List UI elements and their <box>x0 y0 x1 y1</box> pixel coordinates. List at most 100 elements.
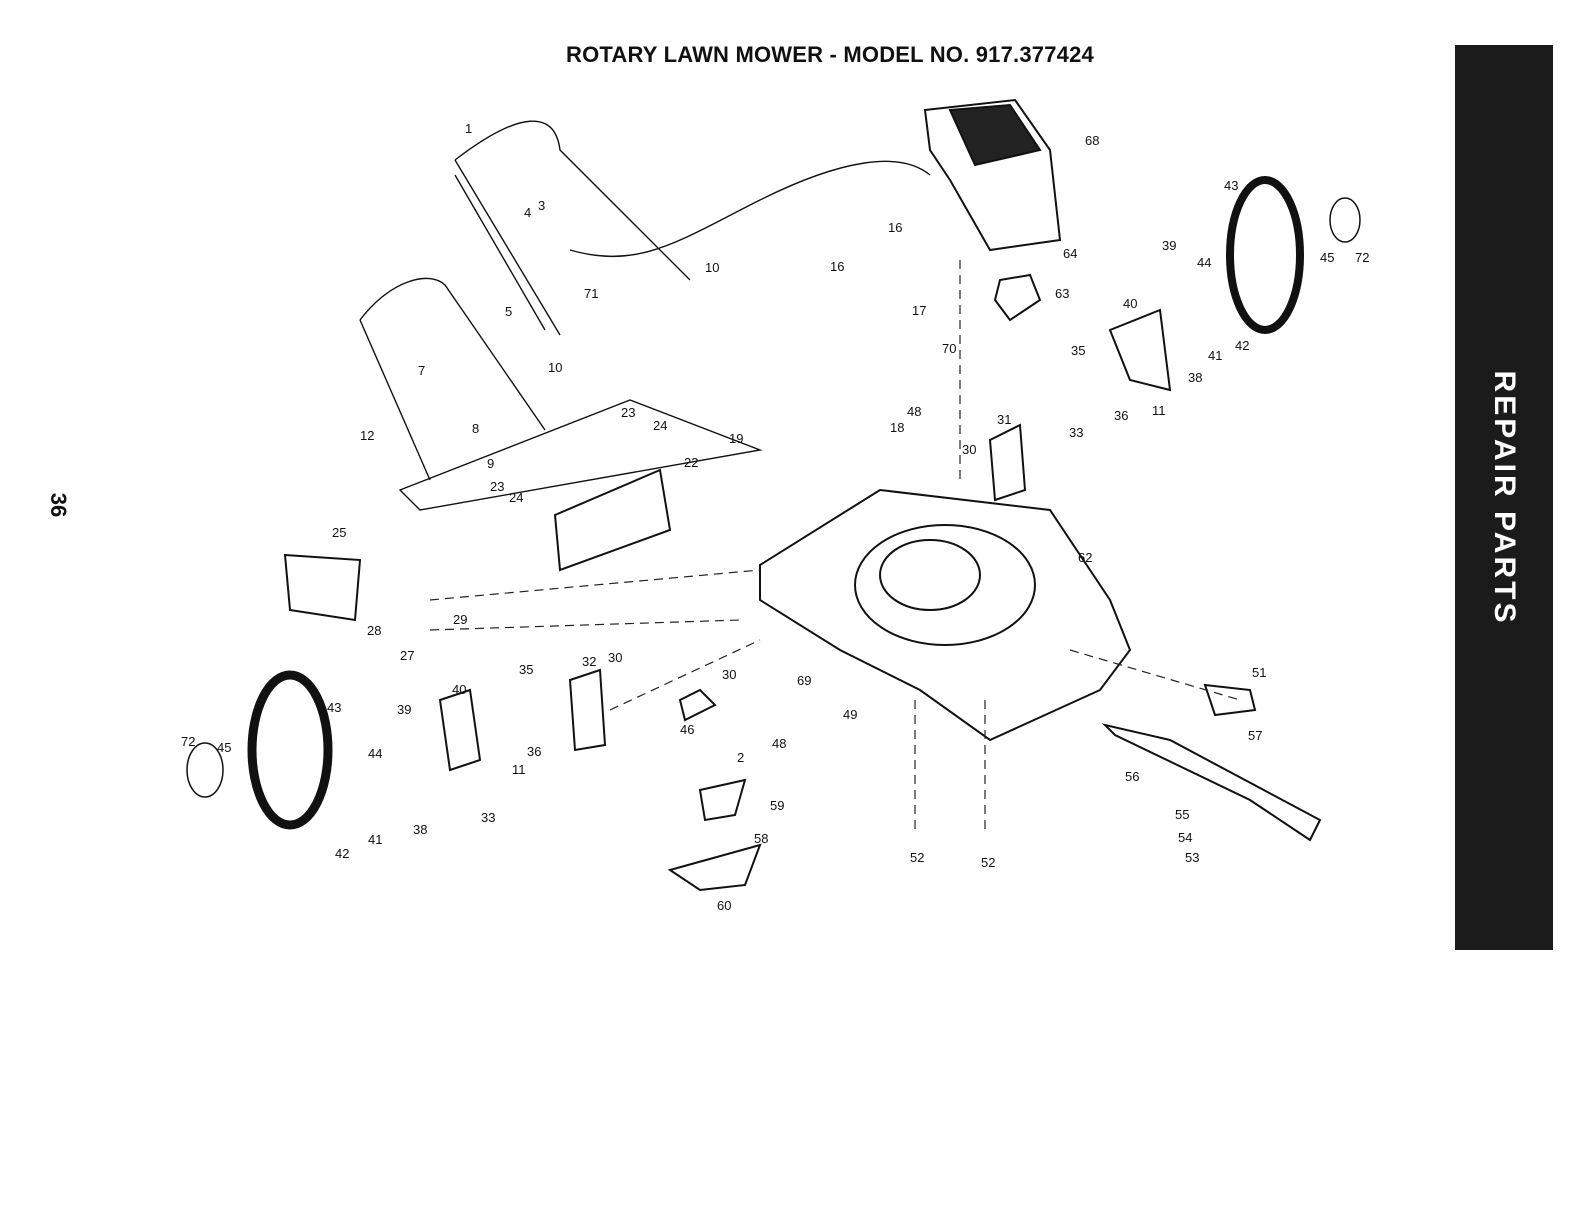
callout-3: 3 <box>538 198 545 213</box>
callout-58: 58 <box>754 831 768 846</box>
callout-59: 59 <box>770 798 784 813</box>
callout-70: 70 <box>942 341 956 356</box>
callout-39b: 39 <box>397 702 411 717</box>
callout-16b: 16 <box>830 259 844 274</box>
assembly-line-2 <box>430 620 740 630</box>
callout-36b: 36 <box>527 744 541 759</box>
callout-45b: 45 <box>217 740 231 755</box>
callout-62: 62 <box>1078 550 1092 565</box>
deck-engine-mount <box>880 540 980 610</box>
callout-49: 49 <box>843 707 857 722</box>
callout-38a: 38 <box>1188 370 1202 385</box>
discharge-chute <box>670 845 760 890</box>
callout-29: 29 <box>453 612 467 627</box>
control-bar-plate <box>400 400 760 510</box>
callout-27: 27 <box>400 648 414 663</box>
callout-30a: 30 <box>962 442 976 457</box>
callout-44b: 44 <box>368 746 382 761</box>
mulch-plug <box>700 780 745 820</box>
callout-2: 2 <box>737 750 744 765</box>
hubcap-right <box>1330 198 1360 242</box>
callout-68: 68 <box>1085 133 1099 148</box>
callout-72b: 72 <box>181 734 195 749</box>
callout-5: 5 <box>505 304 512 319</box>
callout-23b: 23 <box>490 479 504 494</box>
callout-69: 69 <box>797 673 811 688</box>
callout-33b: 33 <box>481 810 495 825</box>
callout-71: 71 <box>584 286 598 301</box>
axle-plate-right <box>990 425 1025 500</box>
rear-baffle <box>555 470 670 570</box>
callout-10b: 10 <box>548 360 562 375</box>
callout-9: 9 <box>487 456 494 471</box>
callout-25: 25 <box>332 525 346 540</box>
lower-handle <box>360 278 545 480</box>
callout-10a: 10 <box>705 260 719 275</box>
callout-16a: 16 <box>888 220 902 235</box>
callout-31: 31 <box>997 412 1011 427</box>
front-left-wheel <box>252 675 328 825</box>
callout-33a: 33 <box>1069 425 1083 440</box>
callout-41a: 41 <box>1208 348 1222 363</box>
height-adjuster-right <box>1110 310 1170 390</box>
callout-24b: 24 <box>509 490 523 505</box>
callout-63: 63 <box>1055 286 1069 301</box>
callout-35a: 35 <box>1071 343 1085 358</box>
callout-45a: 45 <box>1320 250 1334 265</box>
rear-right-wheel <box>1230 180 1300 330</box>
deflector <box>680 690 715 720</box>
callout-54: 54 <box>1178 830 1192 845</box>
callout-53: 53 <box>1185 850 1199 865</box>
callout-40a: 40 <box>1123 296 1137 311</box>
callout-40b: 40 <box>452 682 466 697</box>
rear-door <box>285 555 360 620</box>
callout-36a: 36 <box>1114 408 1128 423</box>
upper-handle <box>455 121 690 335</box>
callout-35b: 35 <box>519 662 533 677</box>
callout-48a: 48 <box>907 404 921 419</box>
callout-8: 8 <box>472 421 479 436</box>
flywheel-adapter <box>995 275 1040 320</box>
callout-52a: 52 <box>910 850 924 865</box>
callout-72a: 72 <box>1355 250 1369 265</box>
callout-11a: 11 <box>1152 403 1166 418</box>
callout-11b: 11 <box>512 762 526 777</box>
callout-12: 12 <box>360 428 374 443</box>
callout-48b: 48 <box>772 736 786 751</box>
callout-23a: 23 <box>621 405 635 420</box>
callout-18: 18 <box>890 420 904 435</box>
callout-44a: 44 <box>1197 255 1211 270</box>
callout-46: 46 <box>680 722 694 737</box>
assembly-line-1 <box>430 570 760 600</box>
callout-22: 22 <box>684 455 698 470</box>
callout-4: 4 <box>524 205 531 220</box>
control-cable <box>570 161 930 256</box>
callout-57: 57 <box>1248 728 1262 743</box>
callout-43b: 43 <box>327 700 341 715</box>
callout-24a: 24 <box>653 418 667 433</box>
callout-39a: 39 <box>1162 238 1176 253</box>
callout-51: 51 <box>1252 665 1266 680</box>
height-adjuster-left <box>440 690 480 770</box>
callout-28: 28 <box>367 623 381 638</box>
callout-56: 56 <box>1125 769 1139 784</box>
callout-42a: 42 <box>1235 338 1249 353</box>
callout-30c: 30 <box>722 667 736 682</box>
callout-17: 17 <box>912 303 926 318</box>
callout-64: 64 <box>1063 246 1077 261</box>
callout-32: 32 <box>582 654 596 669</box>
callout-19: 19 <box>729 431 743 446</box>
blade-adapter <box>1205 685 1255 715</box>
callout-43a: 43 <box>1224 178 1238 193</box>
callout-1: 1 <box>465 121 472 136</box>
axle-plate-left <box>570 670 605 750</box>
callout-55: 55 <box>1175 807 1189 822</box>
callout-60: 60 <box>717 898 731 913</box>
callout-30b: 30 <box>608 650 622 665</box>
callout-41b: 41 <box>368 832 382 847</box>
callout-52b: 52 <box>981 855 995 870</box>
callout-7: 7 <box>418 363 425 378</box>
callout-38b: 38 <box>413 822 427 837</box>
callout-42b: 42 <box>335 846 349 861</box>
